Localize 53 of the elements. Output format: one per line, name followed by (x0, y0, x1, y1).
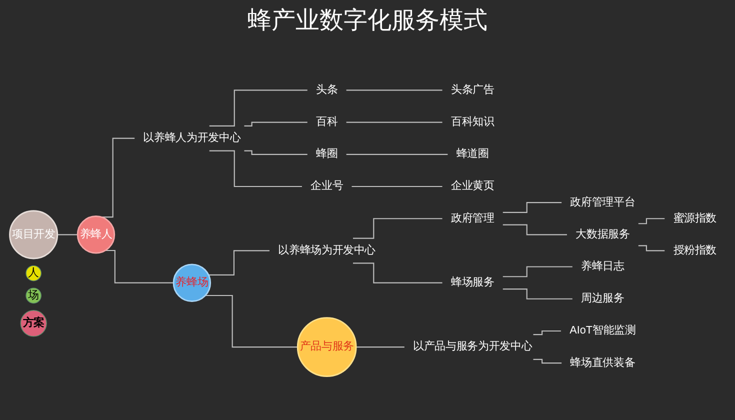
connector (502, 266, 572, 278)
connector (638, 218, 665, 224)
connector (346, 90, 442, 91)
node-circle: 养蜂场 (172, 264, 212, 302)
node-text: 养蜂日志 (581, 260, 624, 272)
node-circle: 产品与服务 (296, 317, 357, 377)
node-text: 蜂场服务 (450, 276, 494, 288)
connector (244, 122, 308, 126)
node-circle: 方案 (20, 310, 47, 337)
node-text: 政府管理平台 (570, 196, 636, 208)
node-text: 蜂圈 (316, 148, 338, 160)
connector (352, 186, 442, 188)
connector (533, 358, 562, 364)
connector (353, 218, 442, 239)
node-text: 蜂道圈 (456, 148, 489, 160)
node-text: 政府管理 (450, 212, 494, 224)
diagram-title: 蜂产业数字化服务模式 (246, 6, 488, 36)
node-circle: 养蜂人 (76, 216, 116, 254)
node-circle: 项目开发 (9, 210, 58, 260)
node-text: 周边服务 (581, 292, 624, 304)
connector (638, 245, 665, 252)
connector (346, 122, 442, 123)
connector (101, 138, 135, 218)
connector (353, 262, 442, 284)
node-text: 头条 (316, 84, 338, 96)
connector (57, 234, 78, 236)
connector (346, 154, 448, 155)
node-text: 头条广告 (450, 84, 494, 96)
connector (205, 294, 298, 348)
node-text: AIoT智能监测 (570, 324, 636, 337)
node-circle: 人 (26, 265, 42, 282)
node-text: 以养蜂场为开发中心 (278, 244, 376, 256)
connector (105, 250, 174, 284)
node-text: 百科知识 (450, 116, 494, 128)
connector (502, 288, 572, 300)
connector (502, 202, 562, 213)
node-text: 蜂场直供装备 (570, 356, 636, 369)
node-text: 企业号 (310, 180, 344, 192)
connector (533, 330, 561, 336)
connector (209, 150, 302, 188)
connector (356, 346, 404, 348)
node-text: 百科 (316, 116, 338, 128)
node-text: 蜜源指数 (673, 212, 717, 224)
connector (209, 90, 308, 126)
node-text: 授粉指数 (673, 244, 717, 256)
connector (244, 150, 308, 155)
node-text: 以产品与服务为开发中心 (413, 340, 532, 353)
node-text: 企业黄页 (450, 180, 494, 192)
node-circle: 场 (26, 288, 42, 304)
node-text: 大数据服务 (576, 228, 630, 240)
connector (208, 250, 270, 276)
connector (502, 224, 567, 236)
node-text: 以养蜂人为开发中心 (143, 132, 241, 144)
